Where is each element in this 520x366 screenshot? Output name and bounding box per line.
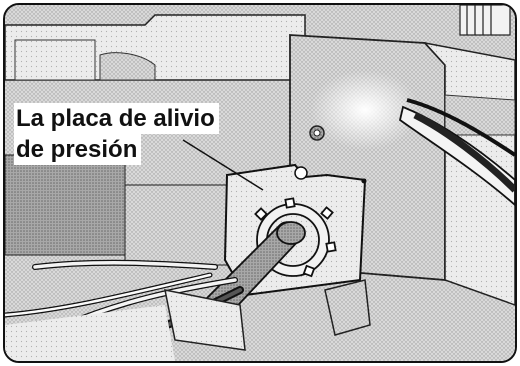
probe-tip: [406, 98, 515, 157]
bracket-highlight: [310, 70, 420, 150]
probe-shaft: [413, 111, 515, 193]
plate-tab: [294, 166, 308, 180]
lower-left-block: [5, 154, 126, 256]
lower-bracket: [164, 289, 246, 351]
callout-line-2: de presión: [14, 134, 142, 165]
callout-label: La placa de alivio de presión: [14, 103, 254, 165]
callout-leader-line: [182, 139, 264, 191]
pressure-relief-plate-diagram: [5, 5, 515, 361]
plate-rivet: [361, 178, 367, 184]
housing-curve: [99, 52, 156, 81]
illustration-frame: La placa de alivio de presión: [3, 3, 517, 363]
top-connector: [459, 5, 511, 36]
housing-panel: [14, 39, 96, 81]
callout-line-1: La placa de alivio: [14, 103, 219, 134]
